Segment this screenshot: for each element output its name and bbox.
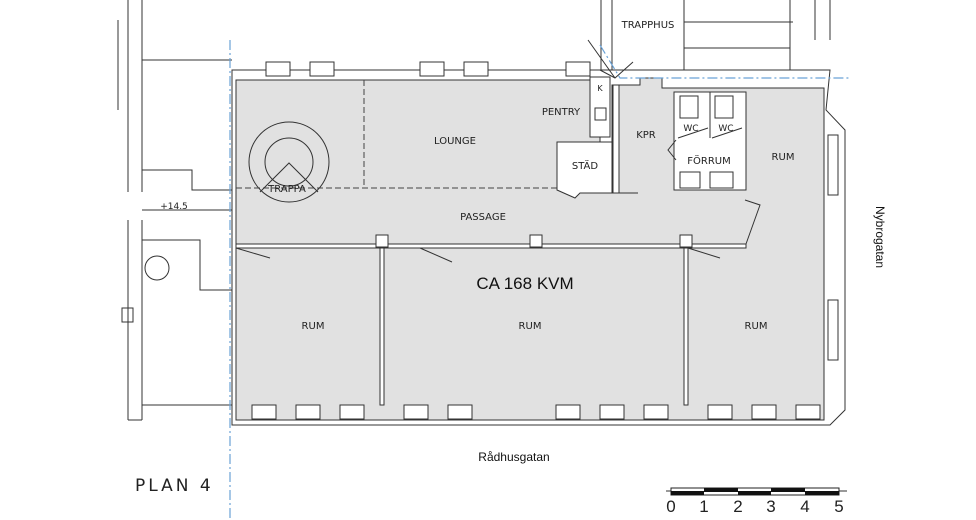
axis-line-horizontal: [599, 44, 850, 79]
room-label-trappa: TRAPPA: [267, 184, 306, 195]
scale-bar: 0 1 2 3 4 5: [666, 487, 847, 516]
street-label-bottom: Rådhusgatan: [478, 450, 549, 464]
plan-title: PLAN 4: [135, 476, 214, 496]
street-label-right: Nybrogatan: [873, 206, 887, 268]
scale-tick-3: 3: [766, 497, 775, 516]
stairwell: [600, 0, 831, 70]
room-label-forrum: FÖRRUM: [687, 154, 730, 167]
room-label-passage: PASSAGE: [460, 212, 506, 223]
room-label-rum-right: RUM: [745, 321, 768, 332]
scale-tick-5: 5: [834, 497, 843, 516]
room-label-stad: STÄD: [572, 159, 599, 172]
room-label-rum-center: RUM: [519, 321, 542, 332]
scale-tick-4: 4: [800, 497, 809, 516]
room-label-wc-1: WC: [683, 124, 698, 134]
room-label-kpr: KPR: [636, 130, 656, 141]
room-label-rum-upper-right: RUM: [772, 152, 795, 163]
windows-right: [827, 134, 839, 361]
neighbour-building-left: [117, 0, 232, 421]
scale-tick-1: 1: [699, 497, 708, 516]
room-label-lounge: LOUNGE: [434, 136, 476, 147]
area-label: CA 168 KVM: [476, 274, 573, 293]
level-mark: +14.5: [160, 202, 188, 212]
interior-walls: [235, 39, 761, 406]
room-label-trapphus: TRAPPHUS: [621, 20, 675, 31]
scale-tick-0: 0: [666, 497, 675, 516]
room-label-pentry: PENTRY: [542, 107, 581, 118]
room-label-rum-left: RUM: [302, 321, 325, 332]
scale-tick-2: 2: [733, 497, 742, 516]
windows-top: [265, 61, 591, 77]
room-label-wc-2: WC: [718, 124, 733, 134]
pentry-k-label: K: [597, 84, 603, 93]
windows-bottom: [251, 404, 821, 420]
